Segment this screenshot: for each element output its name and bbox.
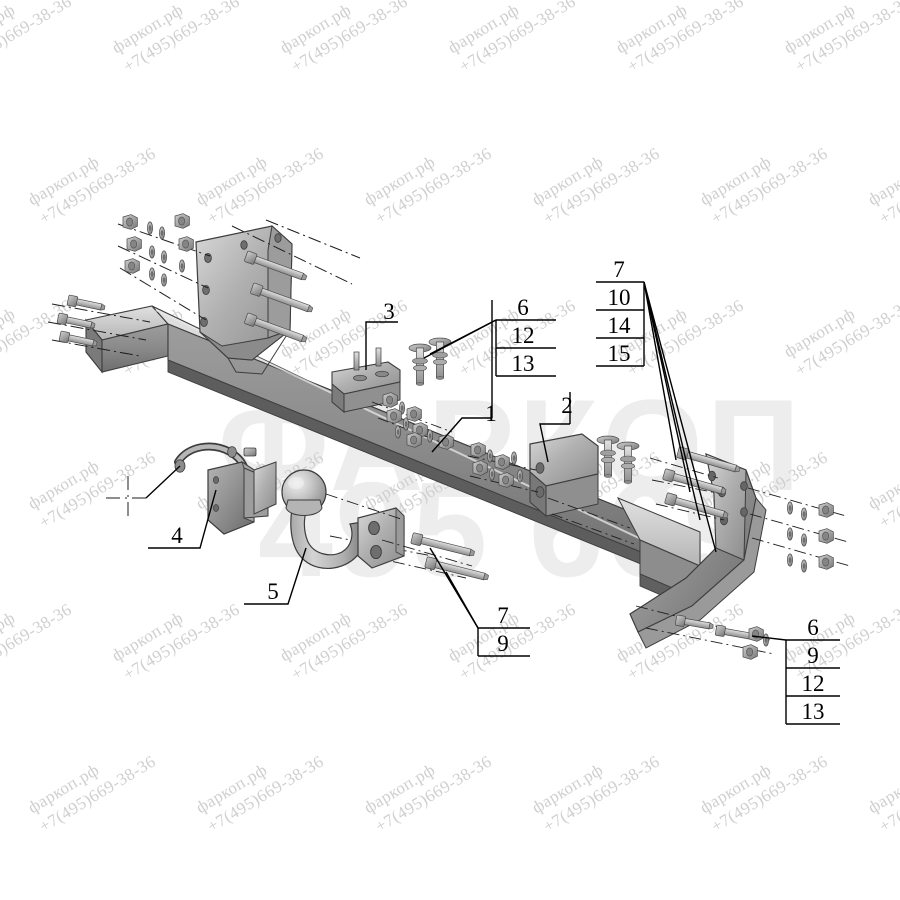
callout-stack-bottom-mid-item-9: 9 <box>497 631 509 656</box>
socket-plate <box>106 442 277 535</box>
center-block <box>529 433 599 518</box>
callout-5: 5 <box>267 579 279 604</box>
callout-stack-top-right-item-15: 15 <box>607 341 631 366</box>
callout-stack-bottom-right-item-13: 13 <box>801 699 825 724</box>
left-beam-end-bolts <box>47 294 151 357</box>
callout-stack-top-right-item-10: 10 <box>607 285 631 310</box>
top-small-bracket <box>331 347 401 414</box>
callout-2: 2 <box>561 393 573 418</box>
callout-stack-bottom-right-item-9: 9 <box>807 643 819 668</box>
callout-stack-top-left-item-6: 6 <box>517 295 529 320</box>
right-lower-hardware <box>635 605 775 660</box>
callout-stack-top-left-item-13: 13 <box>511 351 535 376</box>
callout-stack-top-left-item-12: 12 <box>511 323 535 348</box>
center-block-hardware <box>467 435 640 545</box>
callout-1: 1 <box>485 401 497 426</box>
callout-stack-bottom-right-item-12: 12 <box>801 671 825 696</box>
callout-stack-bottom-mid-item-7: 7 <box>497 603 509 628</box>
tow-ball-arm <box>281 469 473 569</box>
right-bracket-hardware <box>649 446 851 573</box>
callout-stack-top-right-item-7: 7 <box>613 257 625 282</box>
callout-stack-top-right-item-14: 14 <box>607 313 631 338</box>
callout-3: 3 <box>383 299 395 324</box>
callout-4: 4 <box>171 523 183 548</box>
left-bracket-hardware <box>117 213 361 346</box>
callout-stack-bottom-right-item-6: 6 <box>807 615 819 640</box>
center-hardware-cluster <box>371 337 457 450</box>
